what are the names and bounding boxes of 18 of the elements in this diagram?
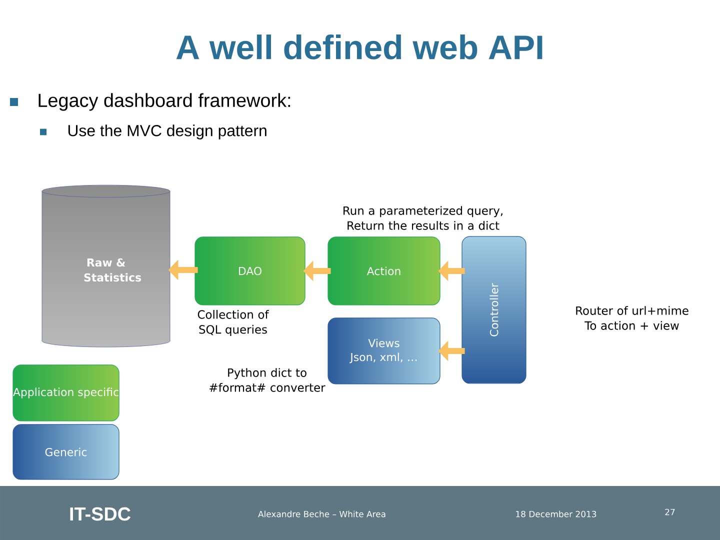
title: A well defined web API [176,34,542,60]
process-box: Application specific [12,364,120,422]
bullet-text: Legacy dashboard framework: [38,93,290,111]
controller-bar: Controller [462,236,526,384]
process-box: Action [328,236,440,306]
process-box: Generic [12,424,120,480]
footer-group-name: IT-SDC [70,507,130,521]
node-caption: Python dict to #format# converter [210,368,326,392]
bullet-text: Use the MVC design pattern [68,124,266,140]
annotation-text: Router of url+mime To action + view [576,306,688,330]
footer-text: 18 December 2013 [516,510,596,518]
footer-text: Alexandre Beche – White Area [258,510,386,518]
node-caption: Run a parameterized query, Return the results in a dict [344,206,502,230]
footer-text: 27 [665,508,675,516]
node-caption: Collection of SQL queries [198,310,269,336]
process-box: Views Json, xml, … [328,318,440,384]
process-box: DAO [194,236,306,306]
database-cylinder: Raw & Statistics [42,184,170,348]
